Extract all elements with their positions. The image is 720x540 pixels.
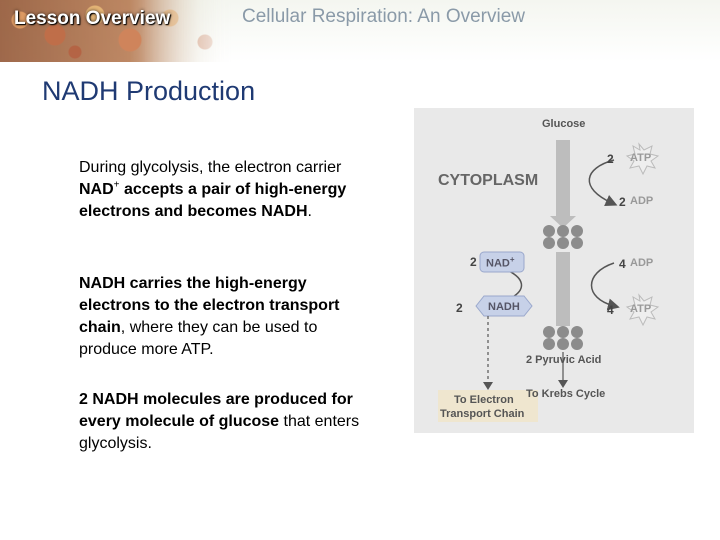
main-arrow-upper-head — [550, 216, 576, 228]
nad-sup: + — [509, 255, 515, 264]
glucose-label: Glucose — [542, 118, 586, 130]
adp-out-label: ADP — [630, 195, 654, 207]
main-arrow-upper — [556, 140, 570, 220]
main-arrow-lower — [556, 252, 570, 326]
cytoplasm-label: CYTOPLASM — [438, 172, 539, 189]
p1-text-e: . — [307, 203, 312, 220]
p2-text-b: , where they can be used to produce more… — [79, 319, 318, 358]
diagram-graphic — [438, 140, 660, 422]
section-heading: NADH Production — [42, 76, 256, 106]
p2-text-a: NADH carries the high-energy electrons t… — [79, 275, 340, 336]
p3-text-a: 2 NADH molecules are produced — [79, 391, 328, 408]
atp-in-count: 2 — [607, 152, 614, 166]
adp-atp-curve — [590, 262, 620, 311]
etc-line2: Transport Chain — [440, 408, 525, 420]
slide-title: Cellular Respiration: An Overview — [242, 6, 526, 27]
pyruvic-label: 2 Pyruvic Acid — [526, 354, 602, 366]
etc-label-bg — [438, 390, 538, 422]
atp-in-label: ATP — [630, 152, 652, 164]
nad-label: NAD+ — [486, 255, 515, 270]
adp-in-count: 4 — [619, 257, 626, 271]
atp-adp-curve — [588, 159, 618, 206]
pyruvic-balls — [543, 326, 583, 350]
paragraph-nadh-carries: NADH carries the high-energy electrons t… — [79, 273, 379, 361]
nad-text: NAD — [486, 257, 510, 270]
adp-in-label: ADP — [630, 257, 654, 269]
krebs-arrow-head — [558, 380, 568, 388]
nad-count: 2 — [470, 255, 477, 269]
nadh-badge — [475, 295, 533, 317]
atp-star-top — [625, 142, 660, 176]
p1-nad-sup: + — [113, 179, 120, 191]
p3-text-c: that enters glycolysis. — [79, 413, 360, 452]
p1-text-d: becomes NADH — [187, 203, 308, 220]
p1-nad: NAD — [79, 181, 114, 198]
p1-text-c: accepts a pair of high-energy electrons … — [79, 181, 347, 220]
paragraph-glycolysis: During glycolysis, the electron carrier … — [79, 157, 379, 223]
p1-text-a: During glycolysis, the electron carrier — [79, 159, 342, 176]
p3-text-b: for every molecule of glucose — [79, 391, 353, 430]
atp-out-label: ATP — [630, 303, 652, 315]
etc-arrow-head — [483, 382, 493, 390]
nadh-count: 2 — [456, 301, 463, 315]
lesson-label: Lesson Overview — [14, 8, 171, 29]
atp-star-bottom — [625, 293, 660, 327]
atp-out-count: 4 — [607, 303, 614, 317]
etc-line1: To Electron — [454, 394, 514, 406]
glucose-balls — [543, 225, 583, 249]
nadh-label: NADH — [488, 301, 520, 313]
krebs-label: To Krebs Cycle — [526, 388, 606, 400]
nad-badge — [479, 251, 525, 273]
glycolysis-diagram: Glucose CYTOPLASM 2 ATP 2 ADP 2 NAD+ 4 A… — [414, 108, 694, 433]
adp-out-count: 2 — [619, 195, 626, 209]
header-photo — [0, 0, 235, 62]
paragraph-nadh-count: 2 NADH molecules are produced for every … — [79, 389, 379, 455]
